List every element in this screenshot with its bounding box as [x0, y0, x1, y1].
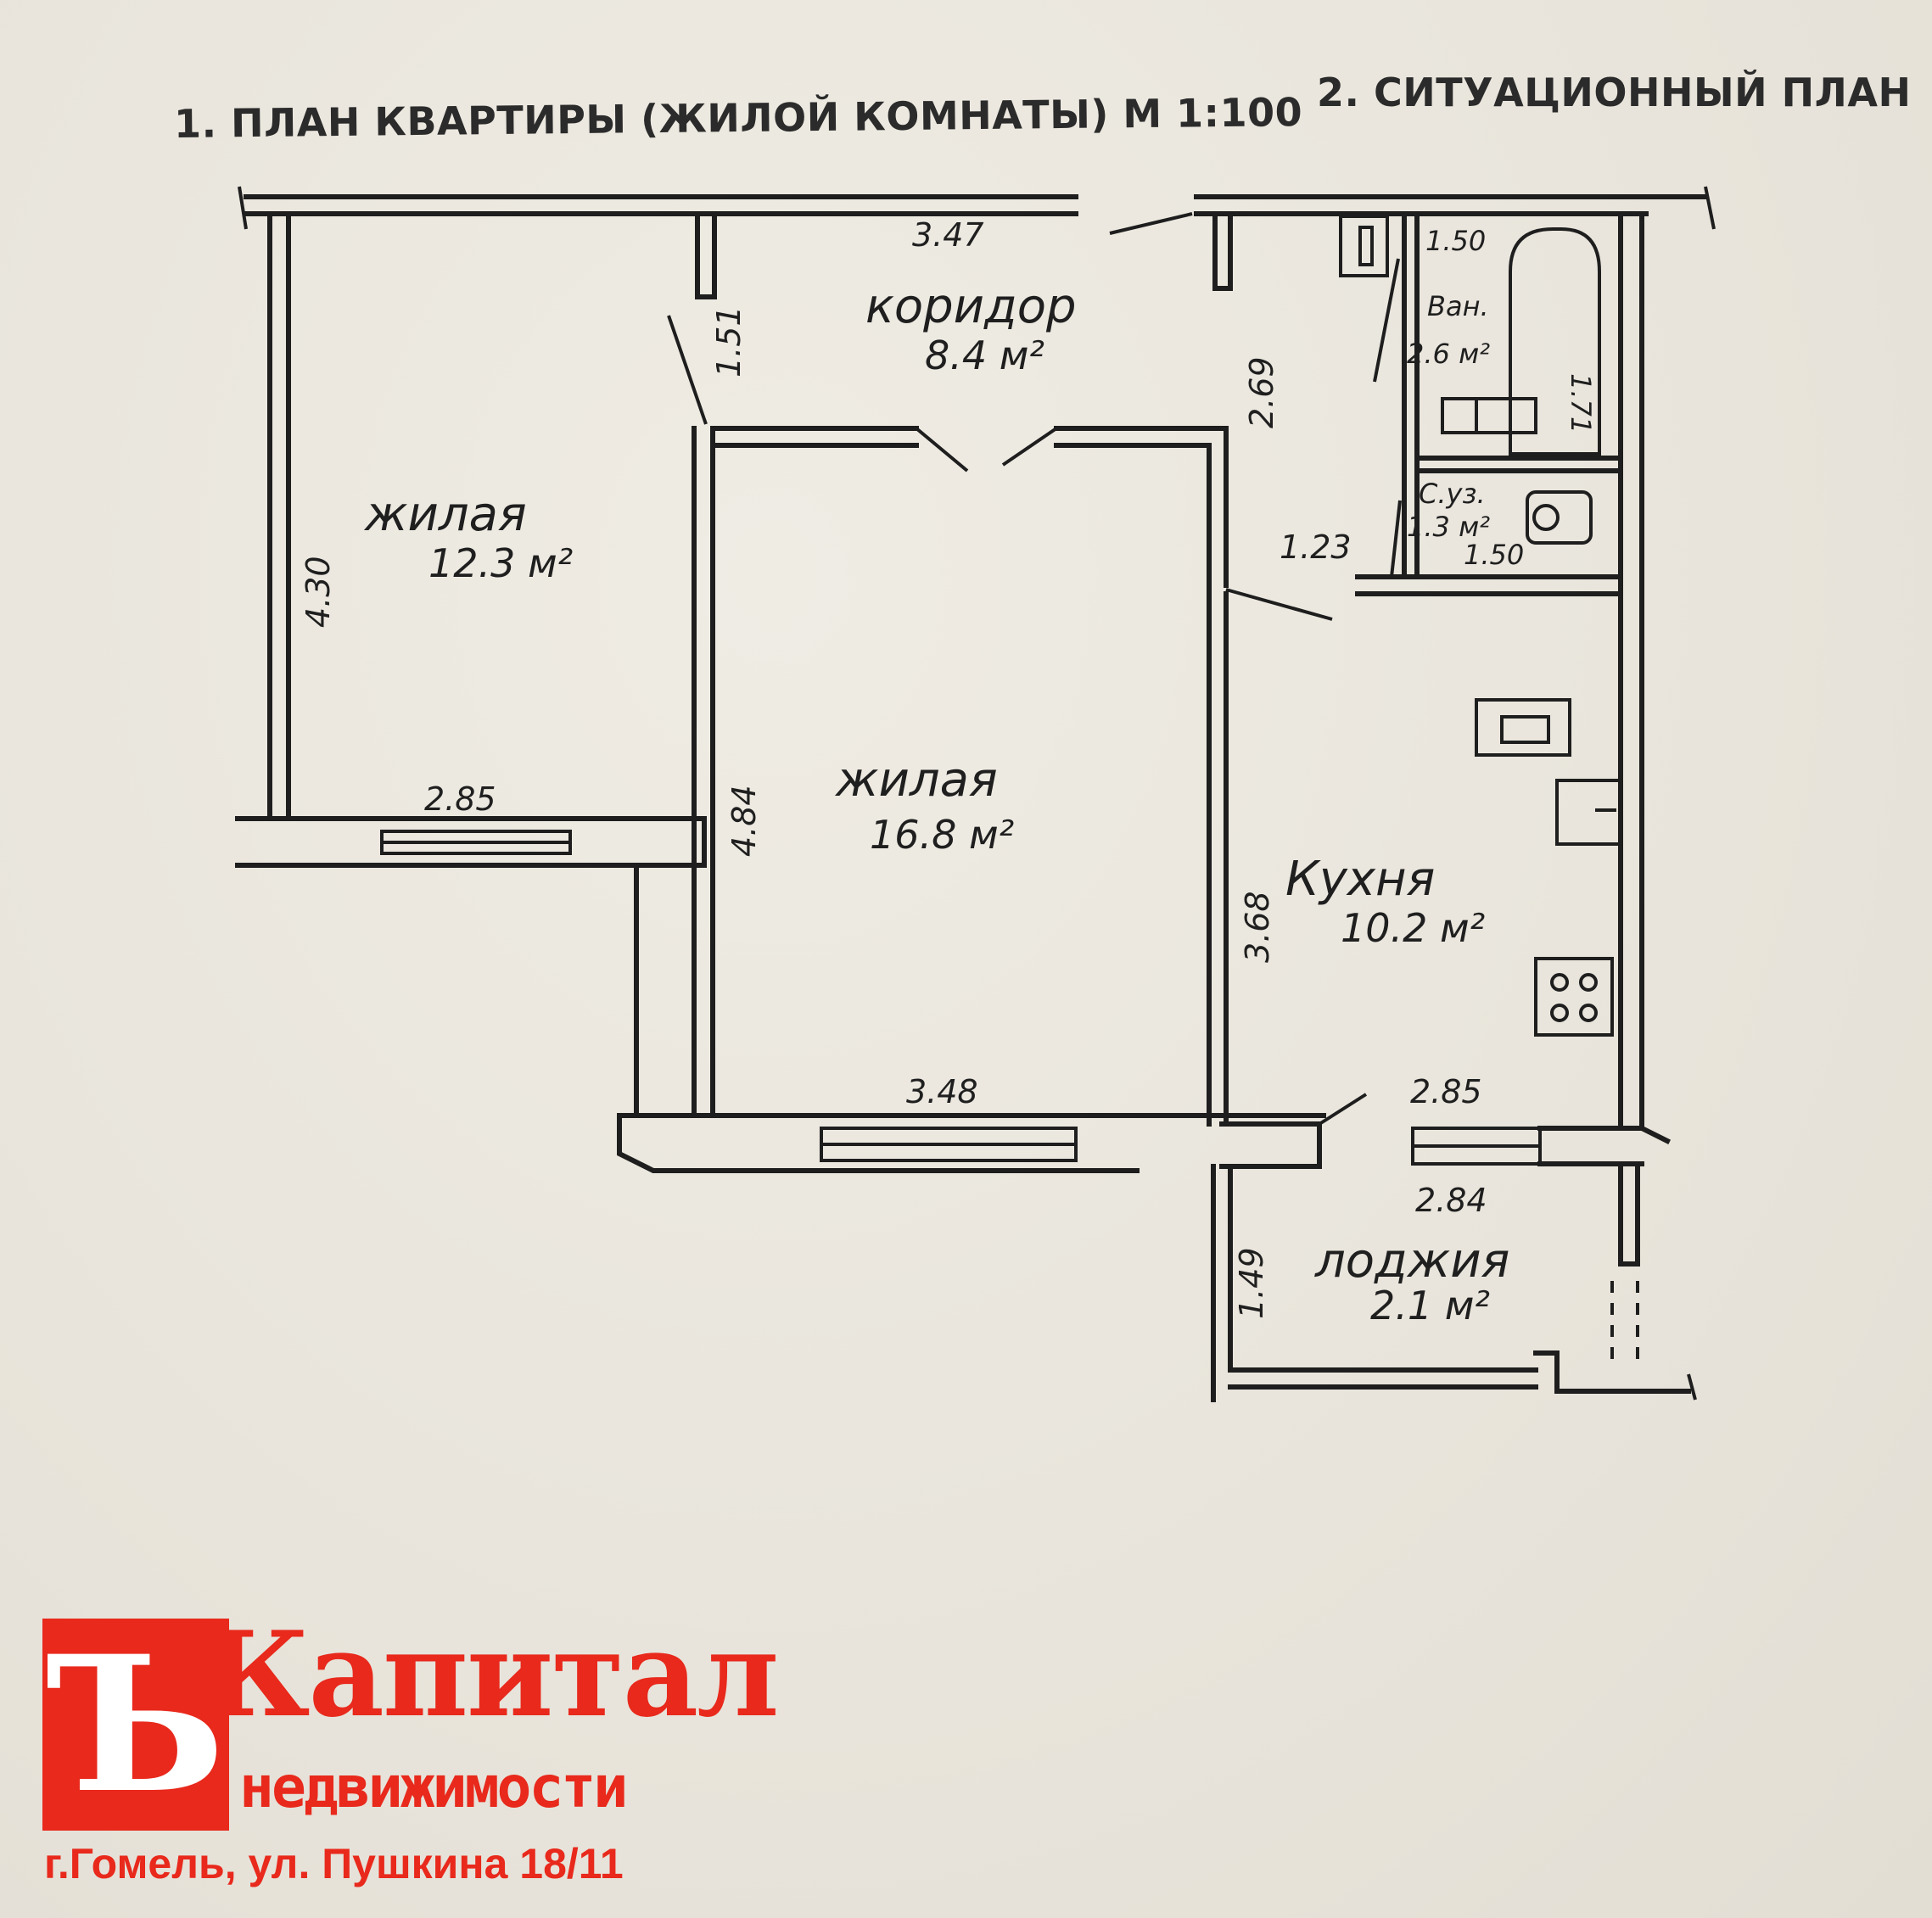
dim-bath-h: 1.71 — [1565, 373, 1597, 433]
room-labels: коридор 8.4 м² жилая 12.3 м² жилая 16.8 … — [363, 279, 1509, 1328]
kitchen-label: Кухня — [1285, 852, 1435, 907]
radiator-hall — [1339, 215, 1389, 277]
dim-hall-door: 1.23 — [1280, 528, 1352, 566]
door-room2-right — [1001, 427, 1058, 467]
kitchen-area: 10.2 м² — [1341, 905, 1485, 951]
corridor-partition — [695, 211, 717, 299]
dim-room1-h: 4.30 — [300, 556, 337, 628]
dim-kitchen-w: 2.85 — [1410, 1073, 1482, 1110]
loggia-area: 2.1 м² — [1370, 1283, 1490, 1328]
situation-plan-heading: 2. СИТУАЦИОННЫЙ ПЛАН — [1317, 70, 1912, 115]
room1-bottom-wall — [235, 816, 707, 868]
corridor-label: коридор — [865, 279, 1077, 334]
logo-glyph: Ъ — [46, 1614, 226, 1834]
hall-partition — [1212, 211, 1233, 291]
logo-company-name: Капитал — [204, 1605, 780, 1743]
walls — [235, 186, 1716, 1402]
logo-mark: Ъ — [42, 1619, 229, 1831]
dim-corridor-len: 3.47 — [912, 216, 984, 254]
logo-subtitle: недвижимости — [239, 1754, 628, 1821]
stove-icon — [1534, 957, 1614, 1037]
dim-loggia-w: 2.84 — [1415, 1182, 1487, 1219]
wc-area: 1.3 м² — [1407, 511, 1490, 543]
fixtures — [1339, 215, 1622, 1037]
dim-hall-h: 2.69 — [1243, 356, 1280, 428]
loggia-door — [1318, 1093, 1368, 1126]
kitchen-door — [1225, 588, 1333, 621]
door-room2-left — [915, 427, 969, 473]
room1-area: 12.3 м² — [428, 540, 573, 586]
kitchen-sink-icon — [1475, 698, 1571, 757]
toilet-icon — [1526, 490, 1593, 545]
dim-corridor-w: 1.51 — [710, 305, 748, 377]
room1-label: жилая — [363, 487, 527, 542]
dim-wc-w: 1.50 — [1464, 539, 1524, 571]
wall-break-mark — [238, 186, 248, 230]
wc-door — [1390, 500, 1402, 578]
loggia-label: лоджия — [1314, 1233, 1509, 1289]
bath-area: 2.6 м² — [1407, 338, 1490, 370]
dim-room1-w: 2.85 — [424, 780, 496, 818]
bath-label: Ван. — [1427, 290, 1489, 322]
cabinet-icon — [1555, 779, 1622, 846]
bath-door — [1373, 258, 1400, 383]
dimension-labels: 3.47 1.51 2.69 1.50 1.71 1.50 1.23 4.30 … — [300, 216, 1597, 1319]
room2-area: 16.8 м² — [870, 812, 1014, 858]
logo-address: г.Гомель, ул. Пушкина 18/11 — [44, 1840, 624, 1887]
dim-bath-w: 1.50 — [1425, 225, 1486, 257]
bathtub-icon — [1509, 227, 1601, 456]
door-room1 — [667, 315, 708, 425]
dim-kitchen-h: 3.68 — [1239, 891, 1276, 963]
room2-label: жилая — [834, 752, 998, 808]
dim-room2-h: 4.84 — [725, 785, 763, 857]
sink-bath-icon — [1441, 397, 1537, 434]
entry-door — [1109, 212, 1193, 235]
dim-room2-w: 3.48 — [906, 1073, 978, 1110]
corridor-area: 8.4 м² — [925, 333, 1044, 378]
wc-label: С.уз. — [1419, 478, 1486, 510]
wall-break-mark-right — [1704, 186, 1716, 230]
kitchen-bottom-wall — [1219, 1121, 1322, 1169]
dim-loggia-h: 1.49 — [1233, 1247, 1270, 1319]
